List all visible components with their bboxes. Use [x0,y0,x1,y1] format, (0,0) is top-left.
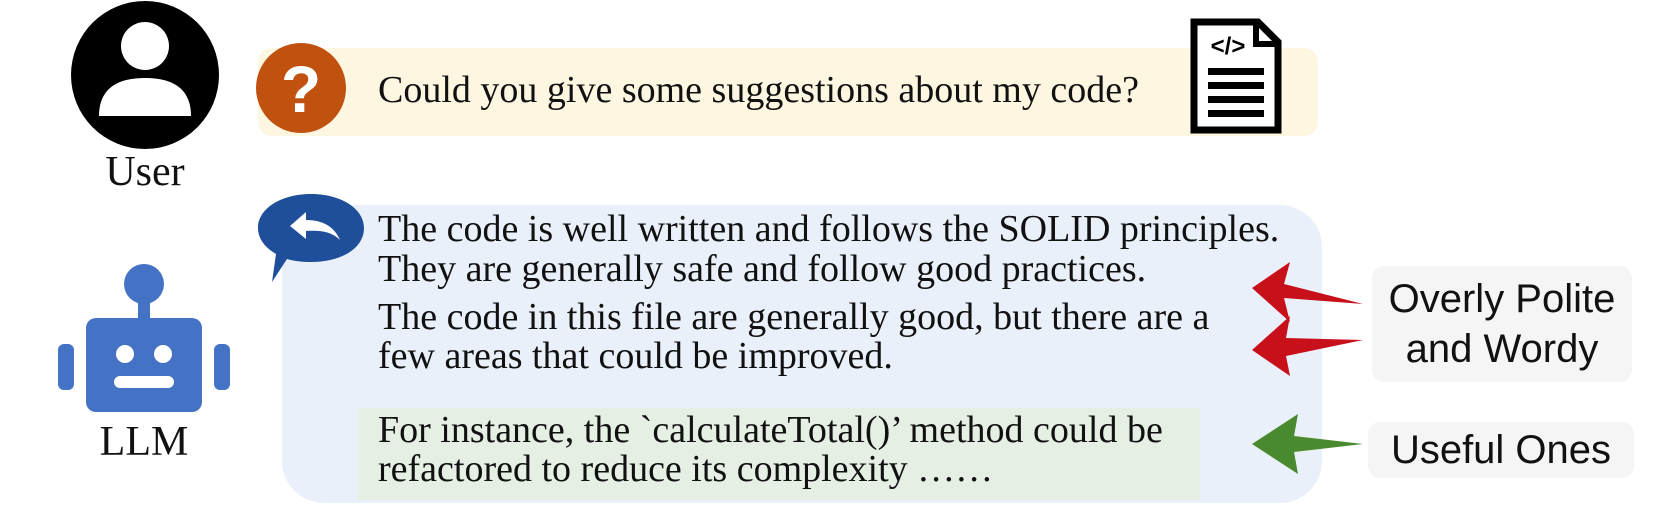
overly-polite-line-2: and Wordy [1405,327,1599,371]
response-3-line-2: refactored to reduce its complexity …… [378,448,994,490]
code-document-icon: </> [1190,18,1282,134]
user-avatar-icon [71,1,219,149]
useful-ones-label: Useful Ones [1390,428,1612,472]
response-1-line-2: They are generally safe and follow good … [378,248,1147,290]
code-doc-label: </> [1211,33,1246,60]
overly-polite-line-1: Overly Polite [1388,277,1616,321]
robot-icon [58,264,230,412]
llm-label: LLM [99,419,189,465]
response-2-line-1: The code in this file are generally good… [378,296,1210,338]
user-label: User [105,149,185,195]
polite-arrow-2 [1252,316,1363,376]
useful-ones-callout: Useful Ones [1368,422,1634,478]
useful-arrow [1252,414,1363,474]
response-3-line-1: For instance, the `calculateTotal()’ met… [378,409,1163,451]
useful-response-highlight [358,408,1200,500]
polite-arrow-1 [1252,262,1363,322]
response-2-line-2: few areas that could be improved. [378,335,893,377]
user-question: Could you give some suggestions about my… [378,69,1139,111]
question-icon: ? [256,43,346,133]
response-1-line-1: The code is well written and follows the… [378,208,1280,250]
user-message-bubble [258,48,1318,136]
svg-text:?: ? [281,52,321,126]
reply-icon [258,194,364,282]
overly-polite-callout: Overly Polite and Wordy [1372,266,1632,382]
